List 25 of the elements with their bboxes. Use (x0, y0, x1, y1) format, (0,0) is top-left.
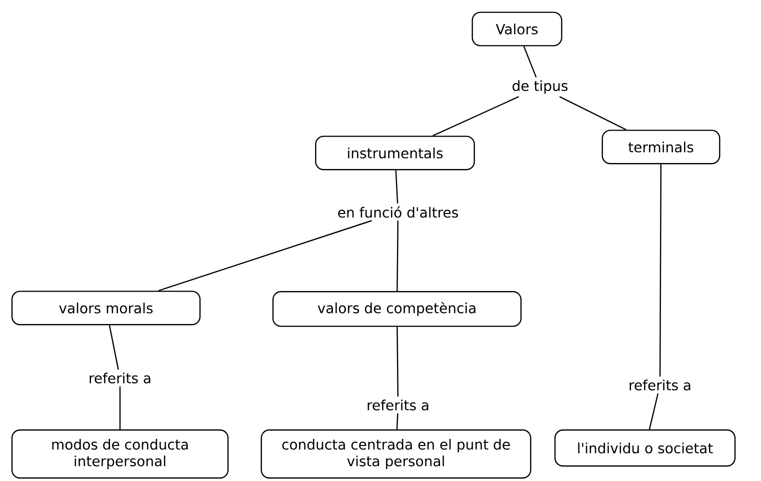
concept-box: modos de conducta interpersonal (11, 429, 229, 479)
linking-phrase: referits a (626, 376, 694, 394)
concept-box: l'individu o societat (554, 429, 736, 467)
concept-box: instrumentals (315, 136, 475, 170)
connector-line (523, 46, 537, 78)
concept-box: valors de competència (272, 291, 522, 327)
connector-line (396, 413, 398, 430)
connector-line (396, 326, 399, 397)
linking-phrase: referits a (364, 396, 432, 414)
connector-line (396, 220, 398, 292)
connector-line (119, 386, 121, 430)
linking-phrase: de tipus (509, 78, 571, 96)
connector-line (659, 164, 662, 377)
connector-line (648, 393, 659, 430)
concept-box: conducta centrada en el punt de vista personal (260, 429, 532, 479)
concept-box: terminals (602, 130, 720, 164)
linking-phrase: referits a (86, 370, 154, 386)
connector-line (108, 325, 119, 370)
connector-line (432, 96, 519, 136)
concept-box: Valors (472, 12, 562, 46)
linking-phrase: en funció d'altres (334, 204, 462, 220)
connector-line (559, 96, 626, 130)
connector-line (395, 170, 398, 204)
concept-box: valors morals (11, 290, 201, 326)
connector-line (158, 220, 372, 292)
